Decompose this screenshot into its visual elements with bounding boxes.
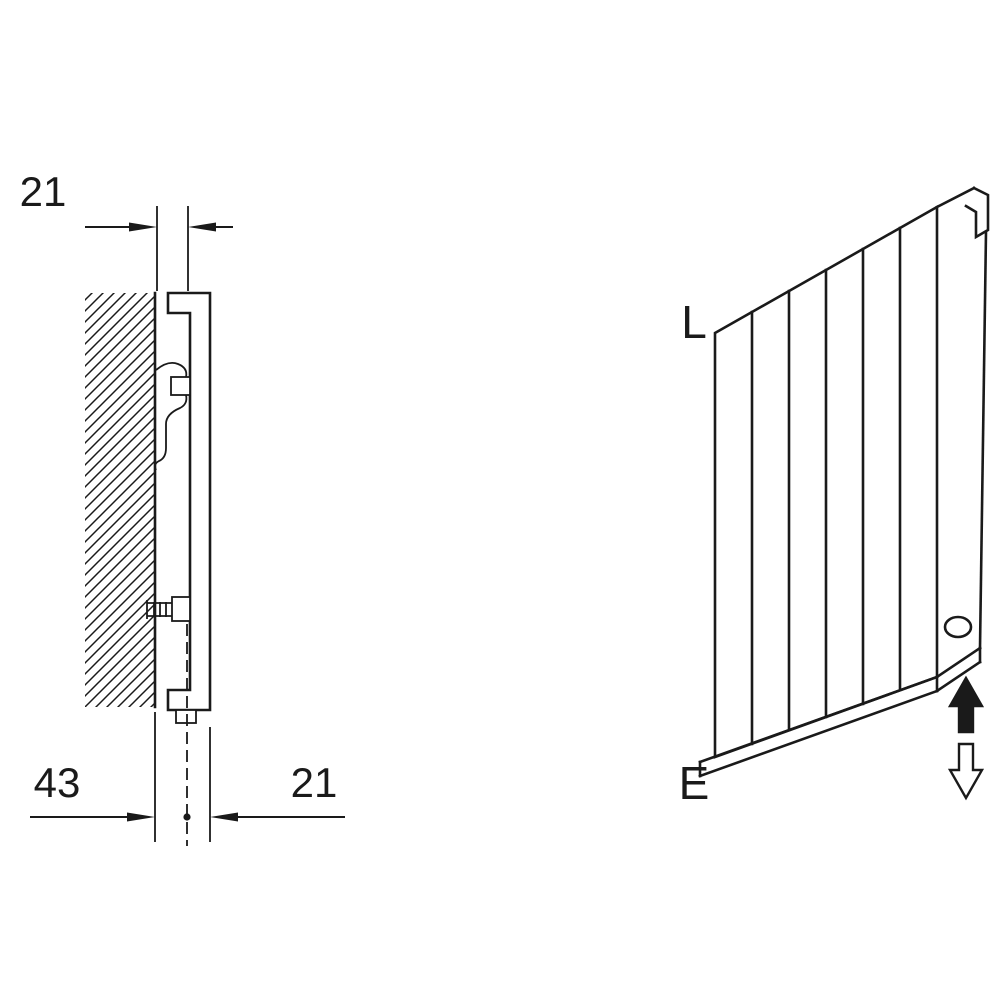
arrowhead-right-icon <box>127 812 155 822</box>
entry-label: E <box>679 757 710 809</box>
height-label: L <box>681 296 707 348</box>
foot-bracket <box>175 709 197 724</box>
side-bottom-top-edge <box>935 646 982 679</box>
top-edge <box>935 186 976 209</box>
arrowhead-left-icon <box>210 812 238 822</box>
measure-dot <box>183 813 191 821</box>
adjust-arrow-up-icon <box>947 675 985 734</box>
dimension-label-bottom-left: 43 <box>34 759 81 806</box>
adjust-arrow-down-icon <box>947 742 985 801</box>
dimension-label-bottom-right: 21 <box>291 759 338 806</box>
dimension-top: 21 <box>20 168 233 291</box>
top-hanger-hook-icon <box>935 186 990 240</box>
hanger-hook <box>964 186 990 240</box>
side-collector <box>935 230 988 693</box>
side-back-edge <box>978 230 988 650</box>
radiator-perspective-view: L E <box>679 186 990 809</box>
mounting-bracket-icon <box>154 361 191 471</box>
radiator-side-profile <box>166 291 212 712</box>
side-section-view: 21 43 21 <box>20 168 345 846</box>
arrowhead-left-icon <box>188 222 216 232</box>
panel-groove-lines <box>750 226 902 746</box>
dimension-bottom: 43 21 <box>30 624 345 846</box>
arrowhead-right-icon <box>129 222 157 232</box>
fixing-bolt-icon <box>146 596 191 622</box>
bottom-band <box>698 675 939 778</box>
bracket-block <box>170 376 191 396</box>
dimension-label-top: 21 <box>20 168 67 215</box>
bolt-block <box>171 596 191 622</box>
pipe-connection-hole-icon <box>943 615 973 639</box>
bracket-hook <box>155 361 188 378</box>
band-bottom-edge <box>698 689 939 778</box>
height-adjust-arrows <box>947 675 985 801</box>
side-bottom-lower-edge <box>935 660 982 693</box>
bracket-clip <box>154 394 188 471</box>
band-top-edge <box>698 675 939 764</box>
wall-hatching-icon <box>85 293 155 707</box>
